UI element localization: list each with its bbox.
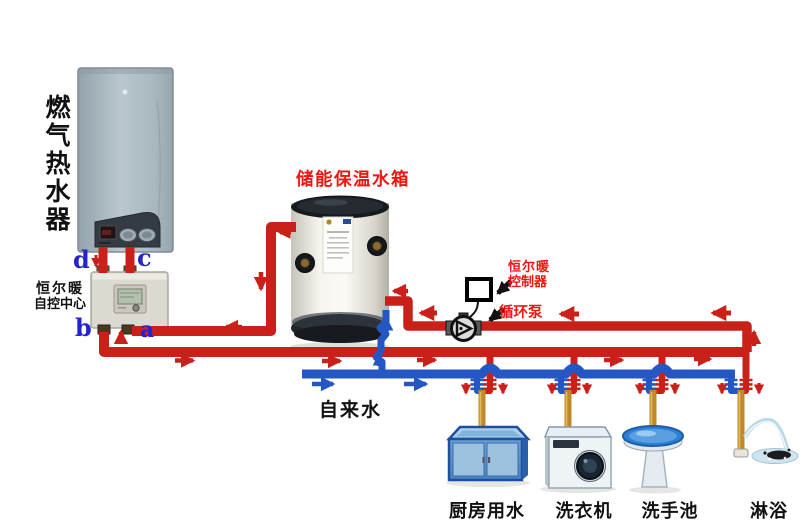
heater-pilot-dot [122,89,128,95]
pump-controller-box [465,277,493,302]
washer-panel [553,440,579,448]
cold-flow-arrows [312,317,429,392]
valve-flow-arrows [460,383,765,395]
fixture-label-washing-machine: 洗衣机 [555,501,613,521]
washing-machine [540,426,616,493]
fixture-label-basin: 洗手池 [641,501,699,521]
wash-basin [622,425,684,494]
heater-label: 燃气热水器 [42,94,70,234]
port-label-c: c [137,243,152,272]
shower-spray [742,418,799,464]
tank-nameplate [322,216,354,274]
cabinet-handle [482,457,485,463]
tap-water-label: 自来水 [319,400,383,421]
pump-callout-arrow [488,307,506,322]
control-button [132,304,140,312]
tank-left-port [295,253,315,273]
fixture-label-shower: 淋浴 [750,501,788,521]
kitchen-sink-cabinet [446,425,531,487]
control-center-label-line2: 自控中心 [33,296,86,311]
callout-arrows [488,279,513,322]
port-label-b: b [75,313,92,342]
pump-label: 循环泵 [499,305,543,321]
controller-label-line2: 控制器 [508,274,548,289]
controller-wire [469,299,479,318]
tank-label: 储能保温水箱 [296,169,410,189]
fixture-label-kitchen: 厨房用水 [449,501,525,521]
port-label-d: d [73,245,90,274]
control-center-box [90,265,169,335]
shower-head-cap [733,448,749,458]
cold-main-pipe [302,363,735,379]
hot-return-pipe [385,296,752,352]
cabinet-handle [488,457,491,463]
hot-valve-icon [483,378,753,391]
tank-right-port [367,236,387,256]
fixture-feed-pipes [478,390,745,451]
controller-callout-arrow [496,279,513,295]
controller-label-line1: 恒尔暖 [508,259,551,274]
storage-tank [290,195,390,352]
hot-supply-pipe [99,332,747,357]
control-center-label-line1: 恒尔暖 [36,280,84,296]
hot-flow-arrows [91,226,765,395]
gas-water-heater [77,67,174,253]
cold-valve-icon [470,378,738,391]
port-label-a: a [140,317,155,343]
circulation-pump-icon [445,312,482,342]
